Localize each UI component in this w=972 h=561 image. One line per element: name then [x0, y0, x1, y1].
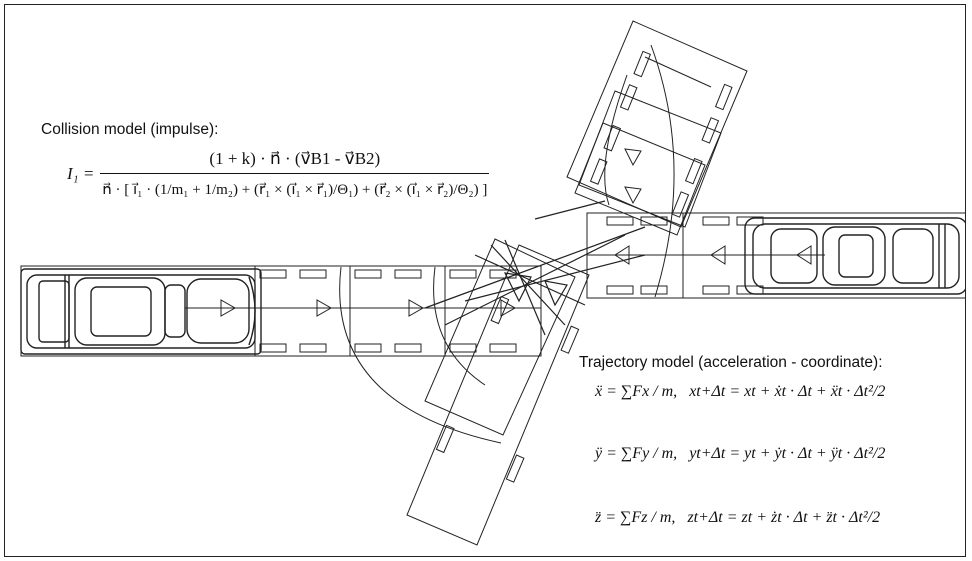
vehicle-a-trajectory [20, 265, 542, 357]
collision-trajectory-drawing [20, 20, 965, 546]
z-position: zt+Δt = zt + żt · Δt + z̈t · Δt²/2 [687, 509, 881, 526]
impulse-fraction: (1 + k) · n⃗ · (v⃗B1 - v⃗B2) n⃗ · [ i⃗₁ … [100, 149, 490, 199]
impact-zone [424, 200, 646, 336]
collision-model-title: Collision model (impulse): [41, 121, 219, 138]
trajectory-equation-y: ÿ = ∑Fy / m, yt+Δt = yt + ẏt · Δt + ÿt ·… [595, 445, 885, 463]
trajectory-equation-x: ẍ = ∑Fx / m, xt+Δt = xt + ẋt · Δt + ẍt ·… [595, 383, 885, 401]
x-position: xt+Δt = xt + ẋt · Δt + ẍt · Δt²/2 [689, 383, 886, 400]
x-acceleration: ẍ = ∑Fx / m, [595, 383, 678, 400]
impulse-equation: I₁ = (1 + k) · n⃗ · (v⃗B1 - v⃗B2) n⃗ · [… [67, 149, 490, 199]
y-acceleration: ÿ = ∑Fy / m, [595, 445, 678, 462]
trajectory-model-title: Trajectory model (acceleration - coordin… [579, 354, 883, 371]
vehicle-b-trajectory [586, 212, 965, 299]
impulse-numerator: (1 + k) · n⃗ · (v⃗B1 - v⃗B2) [100, 149, 490, 174]
y-position: yt+Δt = yt + ẏt · Δt + ÿt · Δt²/2 [689, 445, 886, 462]
z-acceleration: z̈ = ∑Fz / m, [595, 509, 676, 526]
trajectory-equation-z: z̈ = ∑Fz / m, zt+Δt = zt + żt · Δt + z̈t… [595, 509, 880, 527]
impulse-denominator: n⃗ · [ i⃗₁ · (1/m₁ + 1/m₂) + (r⃗₁ × (i⃗₁… [102, 182, 488, 198]
vehicle-b-rotated-frames [566, 20, 748, 298]
diagram-frame: Collision model (impulse): I₁ = (1 + k) … [4, 4, 966, 557]
vehicle-a-rotated-frames [339, 238, 590, 546]
impulse-lhs: I₁ = [67, 164, 95, 183]
